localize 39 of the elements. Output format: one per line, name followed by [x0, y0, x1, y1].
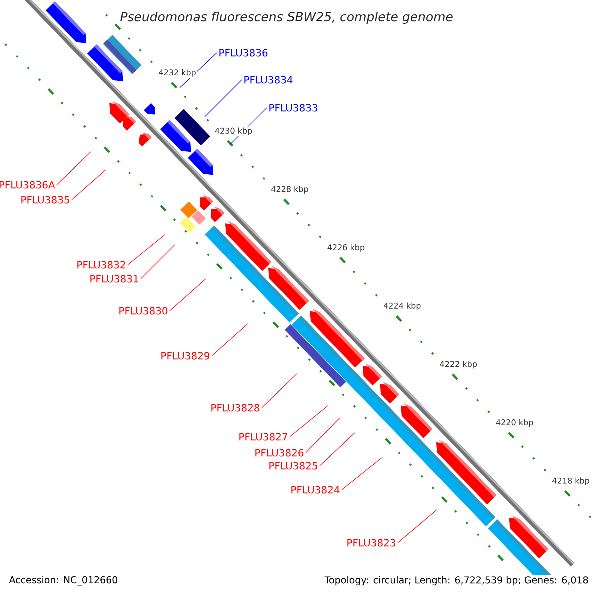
- leader-line: [398, 510, 438, 544]
- gene-label: PFLU3832: [78, 261, 126, 269]
- gene-label: PFLU3830: [120, 307, 168, 315]
- gene-label: PFLU3826: [256, 449, 304, 457]
- scale-label: 4226 kbp: [326, 243, 366, 254]
- leader-line: [212, 324, 248, 356]
- gene-label: PFLU3836: [220, 49, 268, 57]
- gene-label: PFLU3828: [212, 404, 260, 412]
- leader-line: [204, 80, 242, 118]
- gene-label: PFLU3836A: [0, 181, 56, 189]
- accession-text: Accession: NC_012660: [9, 576, 118, 586]
- leader-line: [128, 234, 166, 266]
- scale-label: 4228 kbp: [270, 185, 310, 195]
- gene-label: PFLU3833: [270, 104, 318, 112]
- summary-text: Topology: circular; Length: 6,722,539 bp; Genes: 6,018: [324, 575, 590, 587]
- scale-label: 4218 kbp: [551, 476, 591, 486]
- leader-line: [56, 152, 92, 186]
- leader-line: [320, 432, 356, 466]
- gene-label: PFLU3834: [244, 76, 293, 84]
- leader-line: [306, 418, 340, 454]
- leader-line: [290, 406, 328, 438]
- scale-label: 4222 kbp: [438, 360, 478, 370]
- leader-line: [170, 278, 206, 312]
- gene-label: PFLU3825: [270, 462, 318, 470]
- gene-label: PFLU3831: [90, 275, 138, 283]
- leader-line: [72, 170, 106, 200]
- leader-line: [342, 458, 382, 490]
- gene-label: PFLU3824: [292, 486, 340, 494]
- gene-label: PFLU3835: [22, 196, 70, 204]
- gene-label: PFLU3827: [240, 433, 288, 441]
- scale-label: 4224 kbp: [382, 302, 422, 312]
- gene-label: PFLU3823: [348, 539, 396, 547]
- leader-line: [140, 244, 176, 280]
- scale-label: 4230 kbp: [214, 126, 254, 137]
- scale-label: 4232 kbp: [158, 68, 198, 78]
- leader-line: [262, 374, 298, 408]
- scale-label: 4220 kbp: [495, 418, 535, 428]
- gene-label: PFLU3829: [162, 352, 210, 360]
- title: Pseudomonas fluorescens SBW25, complete genome: [120, 12, 453, 24]
